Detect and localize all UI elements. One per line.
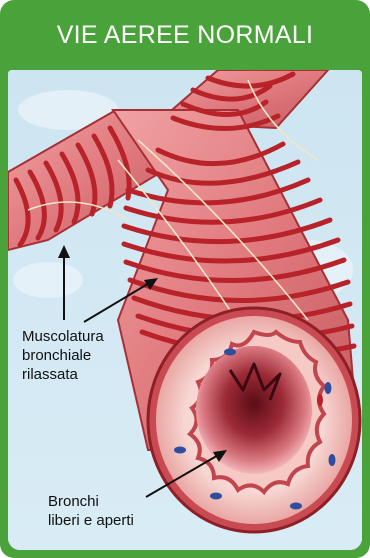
airway-illustration [8, 70, 362, 550]
label-line: bronchiale [22, 346, 104, 365]
red-vessels [317, 394, 323, 406]
label-line: Bronchi [48, 492, 134, 511]
label-line: liberi e aperti [48, 511, 134, 530]
label-line: rilassata [22, 365, 104, 384]
label-line: Muscolatura [22, 327, 104, 346]
airway-illustration-panel: Muscolatura bronchiale rilassata Bronchi… [8, 70, 362, 550]
label-bronchial-muscle: Muscolatura bronchiale rilassata [22, 327, 104, 384]
card-title: VIE AEREE NORMALI [0, 0, 370, 70]
bronchus-cross-section [148, 308, 360, 532]
label-open-bronchi: Bronchi liberi e aperti [48, 492, 134, 530]
